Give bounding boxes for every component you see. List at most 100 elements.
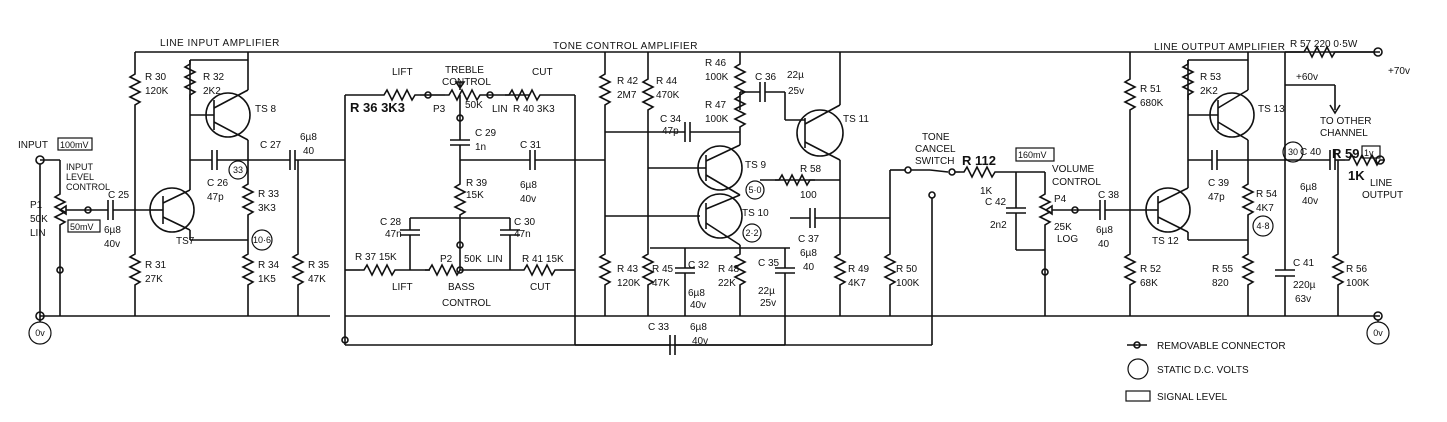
section-line-input: LINE INPUT AMPLIFIER [160, 38, 280, 49]
r58-label: R 58 [800, 164, 822, 175]
c41-label: C 41 [1293, 258, 1315, 269]
ground-label-right: 0v [1373, 328, 1383, 338]
p3-lin: LIN [492, 104, 508, 115]
r112-value: 1K [980, 186, 993, 197]
c36-voltage: 25v [788, 86, 804, 97]
output-level: 1v [1364, 148, 1374, 158]
voltage-circle-30 [1282, 141, 1304, 163]
r49-value: 4K7 [848, 278, 866, 289]
r42-label: R 42 [617, 76, 639, 87]
r36-label: R 36 3K3 [350, 100, 405, 115]
c32-voltage: 40v [690, 300, 706, 311]
r53-label: R 53 [1200, 72, 1222, 83]
c37-value: 6µ8 [800, 248, 817, 259]
c25-label: C 25 [108, 190, 130, 201]
c27-value: 6µ8 [300, 132, 317, 143]
c32-label: C 32 [688, 260, 710, 271]
tone-cancel-3: SWITCH [915, 156, 954, 167]
treble-control-label: CONTROL [442, 77, 491, 88]
r39-label: R 39 [466, 178, 488, 189]
input-level-control-3: CONTROL [66, 182, 110, 192]
c35-voltage: 25v [760, 298, 776, 309]
voltage-2-2: 2·2 [745, 228, 758, 238]
r44-label: R 44 [656, 76, 678, 87]
c34-label: C 34 [660, 114, 682, 125]
ts10-label: TS 10 [742, 208, 769, 219]
voltage-30: 30 [1288, 147, 1298, 157]
c33-label: C 33 [648, 322, 670, 333]
r41-label: R 41 15K [522, 254, 564, 265]
c38-voltage: 40 [1098, 239, 1110, 250]
r51-value: 680K [1140, 98, 1164, 109]
c31-value: 6µ8 [520, 180, 537, 191]
c29-value: 1n [475, 142, 486, 153]
c35-value: 22µ [758, 286, 775, 297]
c27-voltage: 40 [303, 146, 315, 157]
ts12-label: TS 12 [1152, 236, 1179, 247]
ts11-label: TS 11 [843, 114, 869, 125]
legend-signal: SIGNAL LEVEL [1157, 392, 1228, 403]
to-other-1: TO OTHER [1320, 116, 1371, 127]
r30-label: R 30 [145, 72, 167, 83]
r30-value: 120K [145, 86, 169, 97]
r34-value: 1K5 [258, 274, 276, 285]
c37-voltage: 40 [803, 262, 815, 273]
input-level-control-1: INPUT [66, 162, 94, 172]
r37-label: R 37 15K [355, 252, 397, 263]
c39-label: C 39 [1208, 178, 1230, 189]
output-stage-wiring [1124, 46, 1386, 321]
c28-label: C 28 [380, 217, 402, 228]
c31-voltage: 40v [520, 194, 536, 205]
r50-label: R 50 [896, 264, 918, 275]
r46-value: 100K [705, 72, 729, 83]
p1-label: P1 [30, 200, 43, 211]
c40-value: 6µ8 [1300, 182, 1317, 193]
input-level-control-2: LEVEL [66, 172, 94, 182]
supply-label: +70v [1388, 66, 1410, 77]
r35-label: R 35 [308, 260, 330, 271]
r42-value: 2M7 [617, 90, 637, 101]
ts9-label: TS 9 [745, 160, 767, 171]
input-label: INPUT [18, 140, 48, 151]
lift-top: LIFT [392, 67, 413, 78]
c41-value: 220µ [1293, 280, 1316, 291]
r44-value: 470K [656, 90, 680, 101]
ground-0v-right: 0v [1366, 320, 1390, 345]
c37-label: C 37 [798, 234, 820, 245]
c36-value: 22µ [787, 70, 804, 81]
r40-label: R 40 3K3 [513, 104, 555, 115]
bass-label: BASS [448, 282, 475, 293]
ts13-label: TS 13 [1258, 104, 1285, 115]
p4-type: LOG [1057, 234, 1078, 245]
c38-label: C 38 [1098, 190, 1120, 201]
c29-label: C 29 [475, 128, 497, 139]
control-bottom: CONTROL [442, 298, 491, 309]
to-other-2: CHANNEL [1320, 128, 1368, 139]
tone-cancel-2: CANCEL [915, 144, 956, 155]
c33-value: 6µ8 [690, 322, 707, 333]
r34-label: R 34 [258, 260, 280, 271]
r31-value: 27K [145, 274, 163, 285]
c32-value: 6µ8 [688, 288, 705, 299]
r32-label: R 32 [203, 72, 225, 83]
r55-label: R 55 [1212, 264, 1234, 275]
legend-static: STATIC D.C. VOLTS [1157, 365, 1249, 376]
signal-level-box-50mv [67, 219, 101, 233]
r43-value: 120K [617, 278, 641, 289]
section-line-output: LINE OUTPUT AMPLIFIER [1154, 42, 1285, 53]
r49-label: R 49 [848, 264, 870, 275]
line-output-1: LINE [1370, 178, 1393, 189]
voltage-5-0: 5·0 [748, 185, 761, 195]
r47-value: 100K [705, 114, 729, 125]
r112-label: R 112 [962, 153, 996, 168]
c26-value: 47p [207, 192, 224, 203]
volume-1: VOLUME [1052, 164, 1095, 175]
supply-60-label: +60v [1296, 72, 1318, 83]
signal-level-box-input [57, 137, 93, 151]
voltage-circle-2-2 [742, 223, 762, 243]
r46-label: R 46 [705, 58, 727, 69]
r56-value: 100K [1346, 278, 1370, 289]
input-stage-wiring [35, 52, 345, 321]
c40-label: C 40 [1300, 147, 1322, 158]
